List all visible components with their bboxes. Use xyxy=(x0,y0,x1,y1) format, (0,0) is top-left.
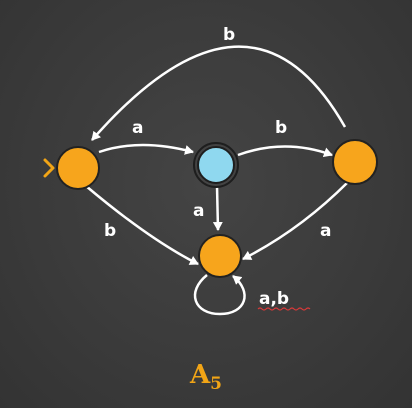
label-q1-to-q3: a xyxy=(193,201,204,221)
label-q1-to-q2: b xyxy=(275,118,287,138)
label-top-loop: b xyxy=(223,25,235,45)
spellcheck-underline xyxy=(257,307,311,311)
state-q0 xyxy=(56,146,100,190)
edge-q2-to-q0 xyxy=(91,45,347,141)
label-q2-to-q3: a xyxy=(320,221,331,241)
edge-q0-to-q3 xyxy=(85,185,199,266)
edge-q3-self-loop xyxy=(193,274,246,316)
edge-q0-to-q1 xyxy=(98,143,194,155)
automaton-caption: A5 xyxy=(0,360,412,394)
caption-subscript: 5 xyxy=(210,374,223,394)
edge-q1-to-q2 xyxy=(237,145,333,157)
label-q3-self: a,b xyxy=(259,289,289,309)
start-arrow-icon xyxy=(43,158,55,178)
label-q0-to-q1: a xyxy=(132,118,143,138)
edge-q1-to-q3 xyxy=(212,185,223,231)
caption-letter: A xyxy=(189,360,211,390)
edge-q2-to-q3 xyxy=(242,181,349,261)
label-q0-to-q3: b xyxy=(104,221,116,241)
state-q3 xyxy=(198,234,242,278)
state-q1-accepting xyxy=(193,142,239,188)
state-q2 xyxy=(332,139,378,185)
